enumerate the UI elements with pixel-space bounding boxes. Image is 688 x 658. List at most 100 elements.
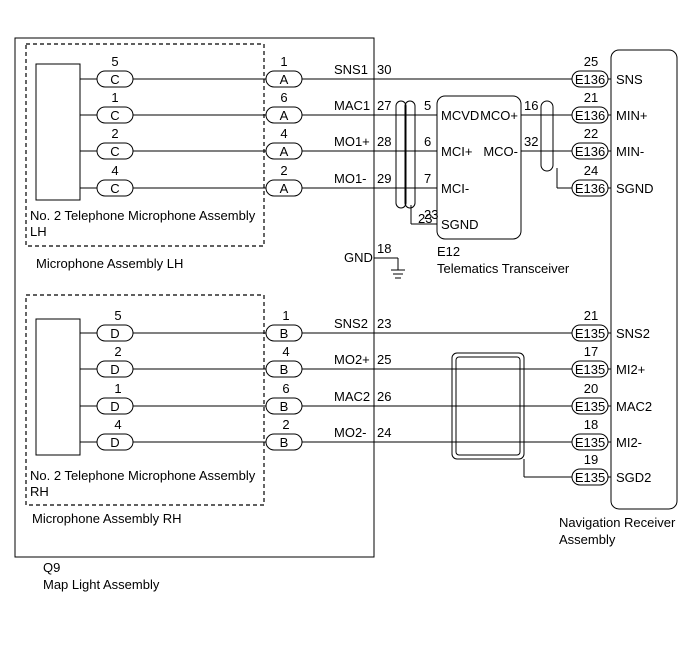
connector-e135-pin-2-label: E135	[575, 399, 605, 414]
connector-c-pin-number: 1	[111, 90, 118, 105]
nav-pin-number: 17	[584, 344, 598, 359]
connector-b-pin-2: B	[265, 397, 303, 415]
telephone-microphone-rh-body	[35, 318, 81, 456]
connector-d-pin-2: D	[96, 397, 134, 415]
wire-signal-label: SNS2	[334, 316, 368, 331]
connector-a-pin-2-label: A	[280, 144, 289, 159]
nav-receiver-name-line2: Assembly	[559, 532, 616, 547]
transceiver-sgnd-pin-number: 23	[418, 211, 432, 226]
connector-e135-pin-4-label: E135	[575, 470, 605, 485]
nav-pin-label: MI2-	[616, 435, 642, 450]
nav-receiver-name: Navigation Receiver	[559, 515, 676, 530]
connector-d-pin-number: 5	[114, 308, 121, 323]
connector-e135-pin-2: E135	[571, 397, 609, 415]
connector-a-pin-number: 1	[280, 54, 287, 69]
mic-lh-inner-name: No. 2 Telephone Microphone Assembly	[30, 208, 256, 223]
nav-pin-number: 24	[584, 163, 598, 178]
transceiver-pin-number: 5	[424, 98, 431, 113]
connector-b-pin-1: B	[265, 360, 303, 378]
connector-d-pin-3: D	[96, 433, 134, 451]
mic-lh-inner-name-side: LH	[30, 224, 47, 239]
connector-c-pin-number: 2	[111, 126, 118, 141]
connector-e136-pin-0: E136	[571, 70, 609, 88]
connector-d-pin-0: D	[96, 324, 134, 342]
map-light-pin-number: 28	[377, 134, 391, 149]
map-light-name: Map Light Assembly	[43, 577, 160, 592]
connector-a-pin-1-label: A	[280, 108, 289, 123]
connector-d-pin-number: 1	[114, 381, 121, 396]
connector-d-pin-number: 2	[114, 344, 121, 359]
connector-c-pin-2-label: C	[110, 144, 119, 159]
map-light-id: Q9	[43, 560, 60, 575]
connector-a-pin-number: 4	[280, 126, 287, 141]
gnd-label: GND	[344, 250, 373, 265]
map-light-pin-number: 25	[377, 352, 391, 367]
telematics-transceiver-box	[436, 95, 522, 240]
connector-e135-pin-1: E135	[571, 360, 609, 378]
connector-c-pin-3: C	[96, 179, 134, 197]
transceiver-pin-number: 23	[424, 207, 438, 222]
transceiver-id: E12	[437, 244, 460, 259]
transceiver-pin-label: MCI-	[441, 181, 469, 196]
nav-pin-label: SNS	[616, 72, 643, 87]
transceiver-name: Telematics Transceiver	[437, 261, 570, 276]
connector-b-pin-0: B	[265, 324, 303, 342]
connector-a-pin-3: A	[265, 179, 303, 197]
connector-e136-pin-1-label: E136	[575, 108, 605, 123]
mic-rh-outer-name: Microphone Assembly RH	[32, 511, 182, 526]
connector-e135-pin-1-label: E135	[575, 362, 605, 377]
nav-pin-label: MIN+	[616, 108, 647, 123]
connector-b-pin-3-label: B	[280, 435, 289, 450]
gnd-pin-number: 18	[377, 241, 391, 256]
connector-a-pin-number: 6	[280, 90, 287, 105]
navigation-receiver-box	[610, 49, 678, 510]
transceiver-out-label: MCO-	[483, 144, 518, 159]
map-light-pin-number: 27	[377, 98, 391, 113]
transceiver-pin-number: 6	[424, 134, 431, 149]
microphone-assembly-lh-box	[25, 43, 265, 247]
nav-pin-label: MAC2	[616, 399, 652, 414]
connector-e135-pin-0-label: E135	[575, 326, 605, 341]
connector-c-pin-number: 5	[111, 54, 118, 69]
connector-c-pin-1-label: C	[110, 108, 119, 123]
connector-d-pin-0-label: D	[110, 326, 119, 341]
connector-b-pin-2-label: B	[280, 399, 289, 414]
wire-signal-label: MO1-	[334, 171, 367, 186]
connector-e136-pin-0-label: E136	[575, 72, 605, 87]
nav-pin-number: 19	[584, 452, 598, 467]
nav-pin-label: SGND	[616, 181, 654, 196]
shield-mic-lh-a	[395, 100, 407, 209]
connector-e135-pin-3: E135	[571, 433, 609, 451]
connector-b-pin-number: 1	[282, 308, 289, 323]
map-light-pin-number: 29	[377, 171, 391, 186]
connector-d-pin-number: 4	[114, 417, 121, 432]
shield-mic-rh-outer	[451, 352, 525, 460]
nav-pin-label: MIN-	[616, 144, 644, 159]
connector-e136-pin-3-label: E136	[575, 181, 605, 196]
connector-b-pin-0-label: B	[280, 326, 289, 341]
transceiver-out-pin-number: 32	[524, 134, 538, 149]
connector-b-pin-number: 4	[282, 344, 289, 359]
map-light-assembly-box	[14, 37, 375, 558]
map-light-pin-number: 24	[377, 425, 391, 440]
nav-pin-number: 21	[584, 308, 598, 323]
connector-c-pin-2: C	[96, 142, 134, 160]
transceiver-out-pin-number: 16	[524, 98, 538, 113]
connector-e135-pin-0: E135	[571, 324, 609, 342]
wire-signal-label: MO2-	[334, 425, 367, 440]
connector-d-pin-1: D	[96, 360, 134, 378]
wire-signal-label: MAC1	[334, 98, 370, 113]
wire-signal-label: SNS1	[334, 62, 368, 77]
connector-e136-pin-2: E136	[571, 142, 609, 160]
connector-b-pin-3: B	[265, 433, 303, 451]
wire-signal-label: MO1+	[334, 134, 370, 149]
connector-a-pin-1: A	[265, 106, 303, 124]
connector-a-pin-3-label: A	[280, 181, 289, 196]
mic-rh-inner-name-side: RH	[30, 484, 49, 499]
connector-c-pin-number: 4	[111, 163, 118, 178]
connector-a-pin-0-label: A	[280, 72, 289, 87]
